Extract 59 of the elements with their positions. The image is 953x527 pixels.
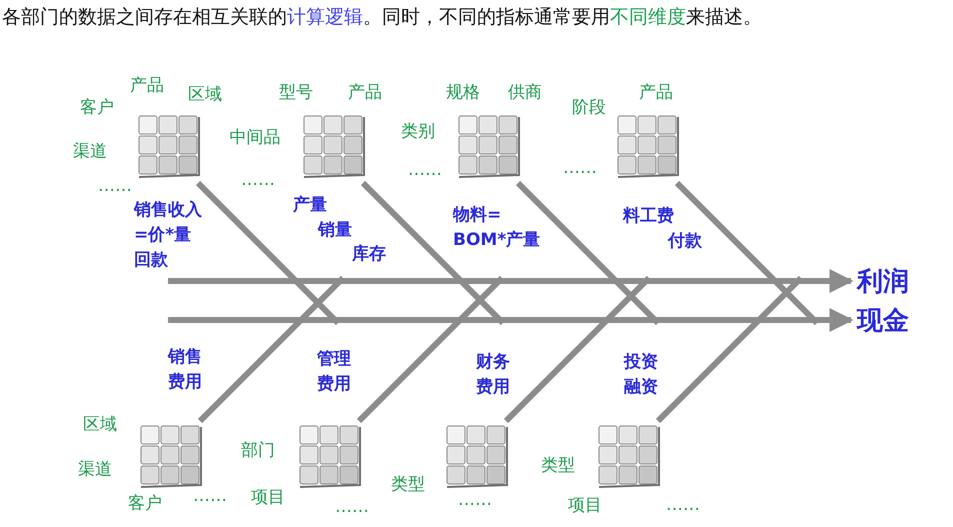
dimension-label: 渠道 [73, 140, 107, 162]
metric-label: 财务 [476, 351, 510, 374]
metric-label: 融资 [624, 376, 658, 399]
fishbone-line [198, 276, 346, 424]
metric-label: 投资 [624, 351, 658, 374]
dimension-label: …… [666, 495, 700, 515]
dimension-label: 部门 [241, 440, 275, 462]
dimension-label: 类型 [391, 474, 425, 496]
dimension-label: …… [98, 176, 132, 196]
dimension-label: 客户 [80, 96, 114, 118]
result-label: 利润 [857, 266, 910, 299]
dimension-label: …… [563, 158, 597, 178]
fishbone-line [504, 276, 652, 424]
metric-label: 销售 [168, 346, 202, 369]
dimension-label: 阶段 [572, 96, 606, 118]
metric-label: 回款 [134, 249, 168, 272]
dimension-label: …… [335, 497, 369, 517]
dimension-label: 型号 [279, 82, 313, 104]
dimension-label: …… [241, 170, 275, 190]
fishbone-line [360, 180, 506, 326]
dimension-label: 区域 [188, 84, 222, 106]
fishbone-line [356, 276, 504, 424]
dimension-label: 规格 [446, 82, 480, 104]
metric-label: 销售收入 [134, 199, 202, 222]
metric-label: 费用 [317, 373, 351, 396]
metric-label: 产量 [293, 194, 327, 217]
fishbone-line [656, 276, 804, 424]
fishbone-line [196, 180, 340, 326]
metric-label: =价*量 [134, 224, 192, 247]
dimension-label: 区域 [83, 414, 117, 436]
dimension-label: 渠道 [78, 458, 112, 480]
dimension-label: 产品 [348, 82, 382, 104]
dimension-label: 项目 [568, 494, 602, 516]
arrow [168, 308, 854, 332]
metric-label: BOM*产量 [453, 229, 540, 252]
fishbone-line [674, 180, 820, 326]
heading: 各部门的数据之间存在相互关联的计算逻辑。同时，不同的指标通常要用不同维度来描述。 [2, 5, 762, 30]
dimension-label: 供商 [508, 82, 542, 104]
dimension-label: 中间品 [230, 126, 280, 148]
dimension-label: 客户 [128, 492, 162, 514]
metric-label: 费用 [476, 376, 510, 399]
metric-label: 费用 [168, 371, 202, 394]
metric-label: 物料= [453, 204, 502, 227]
result-label: 现金 [857, 305, 910, 338]
dimension-label: …… [193, 486, 227, 506]
dimension-label: …… [408, 160, 442, 180]
dimension-label: 项目 [251, 486, 285, 508]
dimension-label: 产品 [639, 82, 673, 104]
metric-label: 管理 [317, 348, 351, 371]
metric-label: 销量 [318, 219, 352, 242]
dimension-label: …… [458, 490, 492, 510]
fishbone-line [516, 180, 660, 326]
dimension-label: 产品 [130, 74, 164, 96]
metric-label: 库存 [352, 243, 386, 266]
arrow [168, 269, 854, 293]
metric-label: 付款 [668, 230, 702, 253]
dimension-label: 类别 [401, 120, 435, 142]
metric-label: 料工费 [623, 205, 674, 228]
dimension-label: 类型 [541, 454, 575, 476]
